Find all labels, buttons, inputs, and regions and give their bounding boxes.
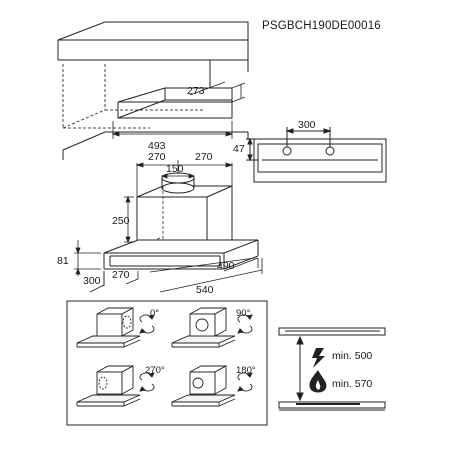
electric-hob-icon	[312, 348, 325, 368]
orientation-0-diagram	[76, 307, 155, 348]
gas-flame-icon	[309, 370, 327, 393]
filter-spacing-label: 300	[298, 119, 316, 131]
front-height-label: 81	[57, 255, 69, 267]
orientation-180-label: 180°	[236, 365, 256, 376]
orientation-90-label: 90°	[236, 308, 251, 319]
orientation-270-label: 270°	[145, 365, 165, 376]
overall-width-label: 540	[196, 284, 214, 296]
hood-right-offset-label: 270	[195, 151, 213, 163]
orientation-panel-frame	[66, 300, 268, 426]
chimney-height-label: 250	[112, 215, 130, 227]
orientation-90-diagram	[171, 307, 253, 348]
orientation-270-diagram	[76, 365, 155, 407]
inner-width-label: 490	[217, 260, 235, 272]
front-depth-label: 300	[83, 275, 101, 287]
document-code: PSGBCH190DE00016	[262, 20, 381, 32]
hood-left-offset-label: 270	[148, 151, 166, 163]
orientation-180-diagram	[171, 365, 253, 407]
clearance-gas-label: min. 570	[332, 378, 372, 390]
outlet-diameter-label: 150	[166, 163, 184, 175]
orientation-0-label: 0°	[150, 308, 159, 319]
clearance-diagram	[278, 327, 386, 411]
clearance-electric-label: min. 500	[332, 350, 372, 362]
cabinet-depth-label: 273	[187, 85, 205, 97]
body-depth-label: 270	[112, 269, 130, 281]
filter-height-label: 47	[233, 143, 245, 155]
cabinet-width-label: 493	[148, 140, 166, 152]
